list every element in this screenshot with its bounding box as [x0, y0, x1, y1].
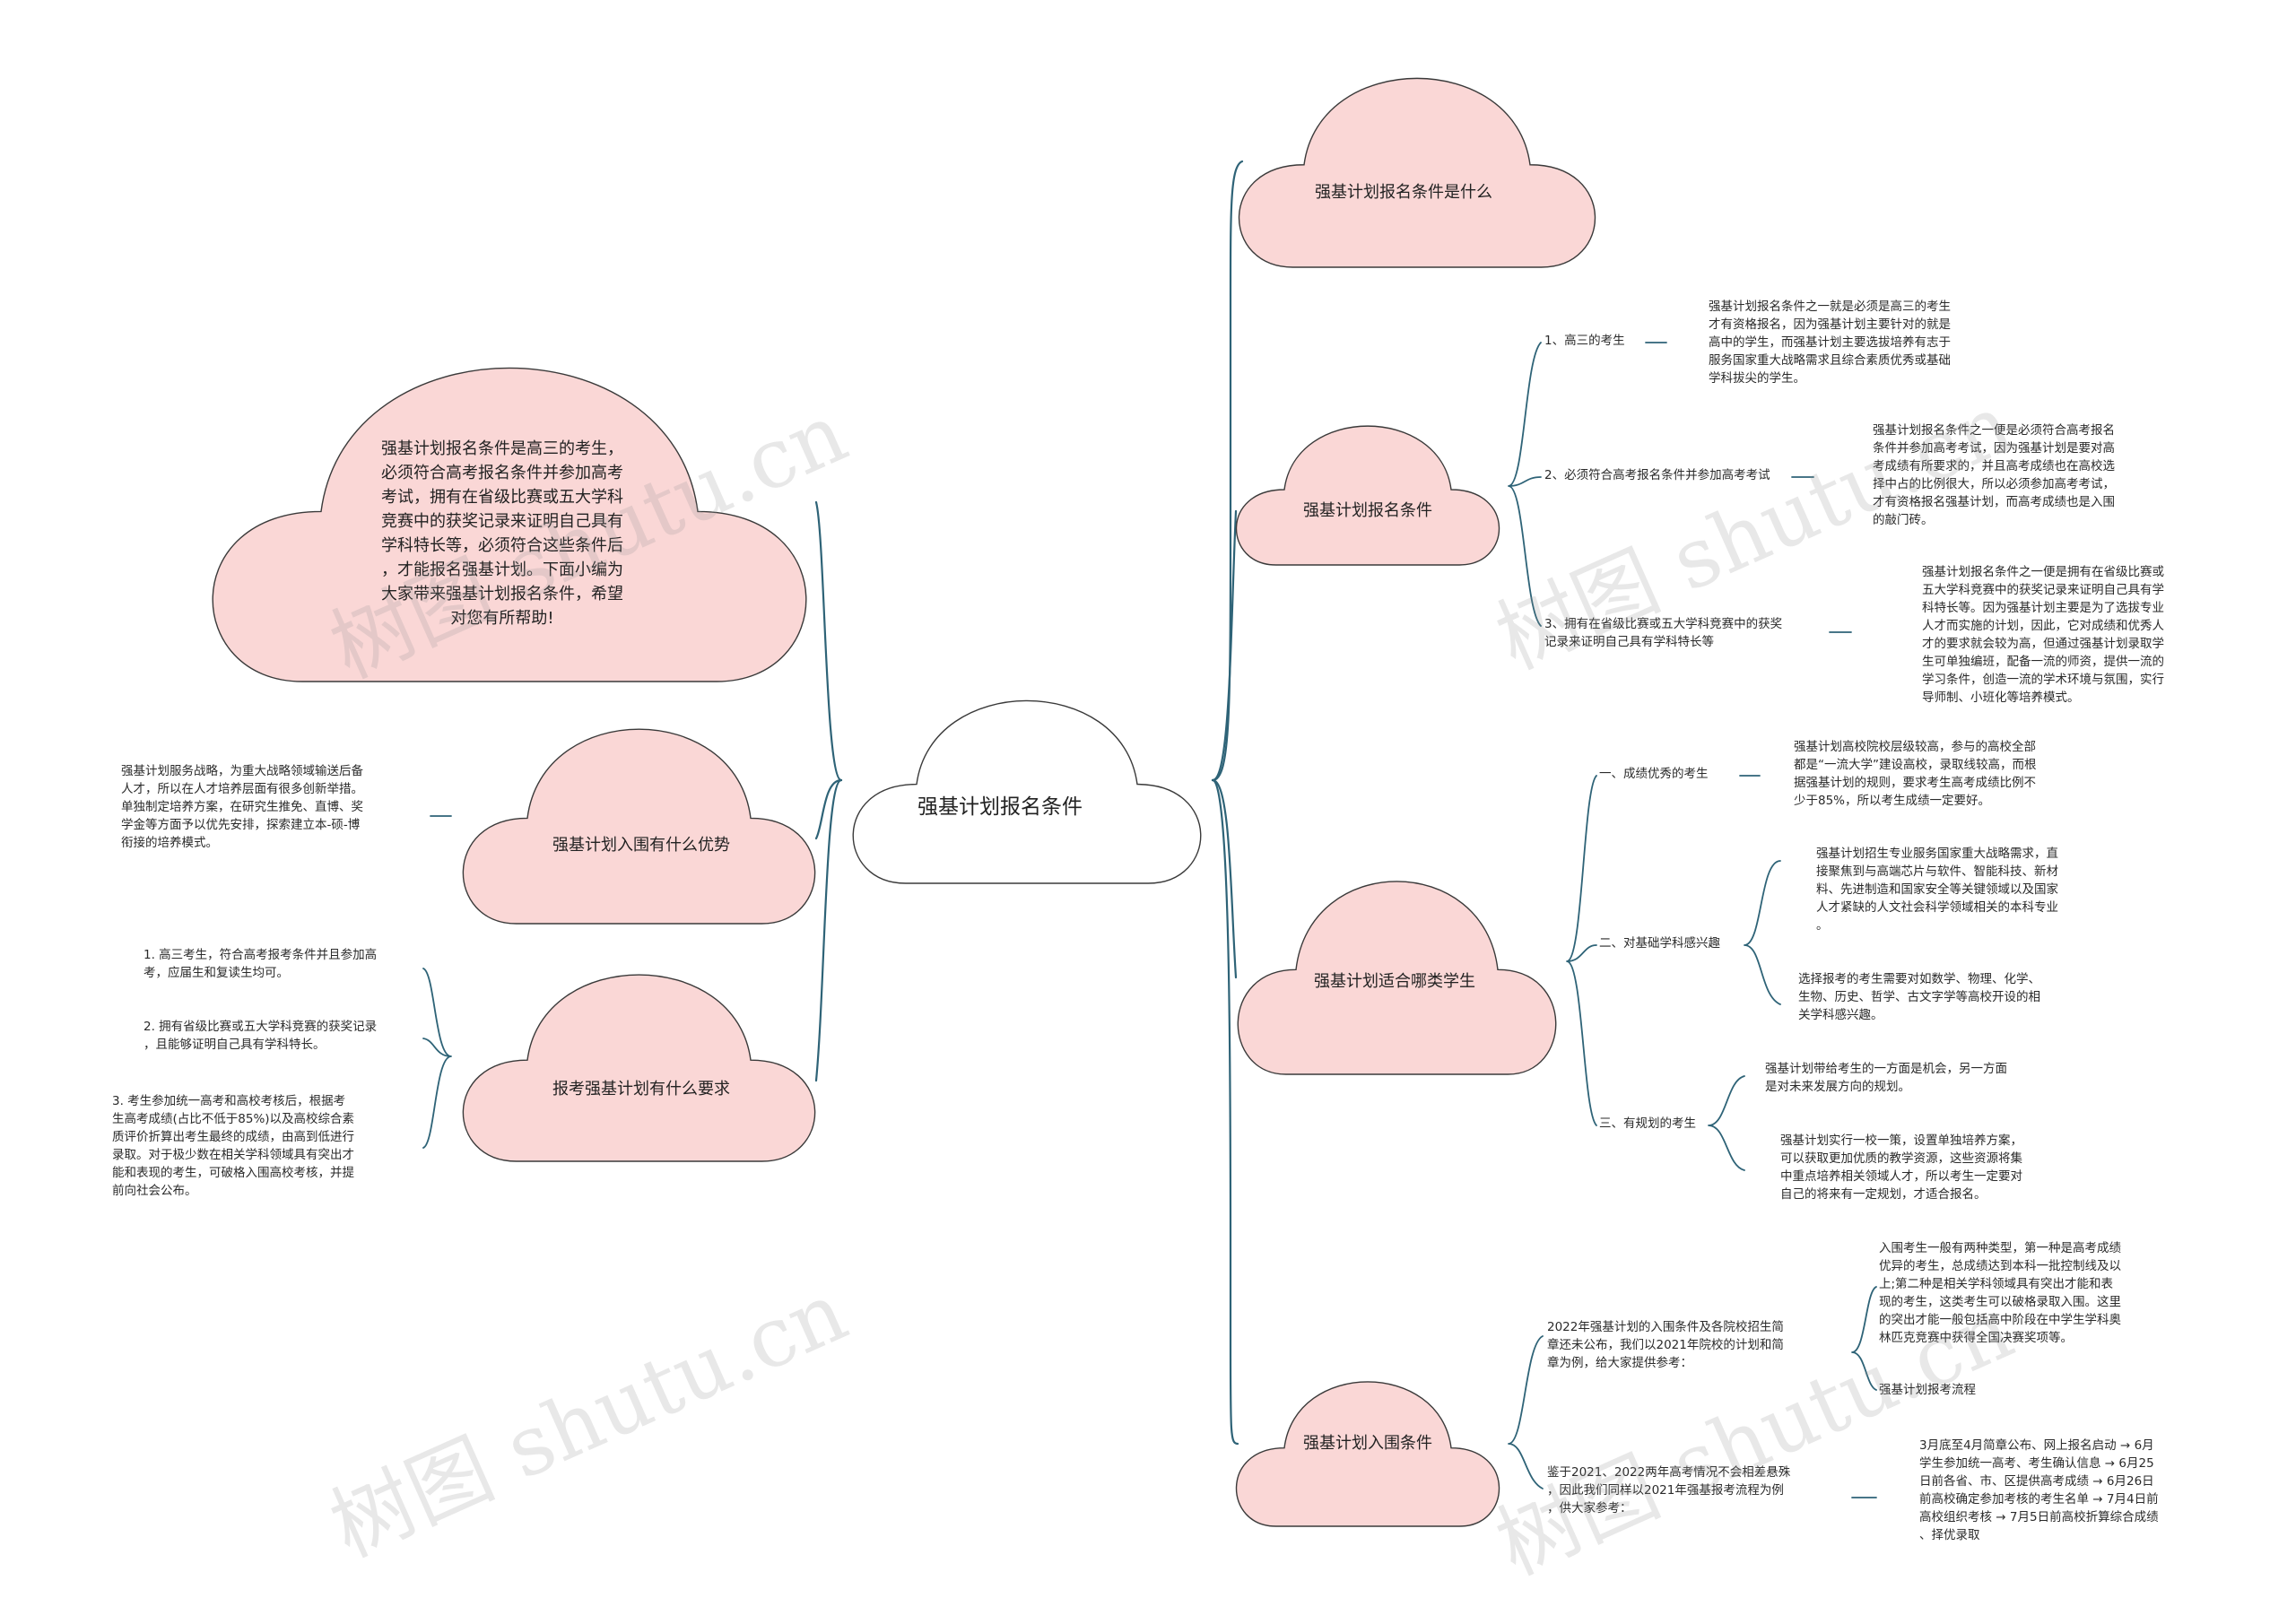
- shortlist-item-1-detail-2: 强基计划报考流程: [1879, 1383, 1976, 1397]
- node-requirements-label[interactable]: 报考强基计划有什么要求: [552, 1080, 730, 1099]
- node-suitable-label[interactable]: 强基计划适合哪类学生: [1314, 972, 1475, 991]
- conditions-item-2-detail: 强基计划报名条件之一便是必须符合高考报名 条件并参加高考考试，因为强基计划是要对…: [1873, 423, 2115, 527]
- node-conditions[interactable]: [1235, 425, 1500, 566]
- node-shortlist[interactable]: [1235, 1381, 1500, 1527]
- connector-shortlist-1: [1851, 1286, 1877, 1391]
- connector-root-requirements: [814, 778, 843, 1082]
- conditions-item-1-label[interactable]: 1、高三的考生: [1544, 334, 1625, 348]
- cloud-nodes: [212, 77, 1596, 1527]
- conditions-item-3-label[interactable]: 3、拥有在省级比赛或五大学科竞赛中的获奖 记录来证明自己具有学科特长等: [1544, 617, 1783, 649]
- node-suitable[interactable]: [1237, 881, 1557, 1075]
- shortlist-item-2-detail: 3月底至4月简章公布、网上报名启动 → 6月 学生参加统一高考、考生确认信息 →…: [1919, 1438, 2159, 1542]
- shortlist-item-1-detail-1: 入围考生一般有两种类型，第一种是高考成绩 优异的考生，总成绩达到本科一批控制线及…: [1879, 1241, 2121, 1345]
- suitable-item-2-detail-2: 选择报考的考生需要对如数学、物理、化学、 生物、历史、哲学、古文字学等高校开设的…: [1798, 972, 2040, 1022]
- node-intro[interactable]: [212, 367, 807, 682]
- conditions-item-3-detail: 强基计划报名条件之一便是拥有在省级比赛或 五大学科竞赛中的获奖记录来证明自己具有…: [1922, 565, 2164, 705]
- connector-lines: [422, 160, 1877, 1498]
- node-advantage-label[interactable]: 强基计划入围有什么优势: [552, 836, 730, 855]
- connector-requirements-branch: [422, 968, 452, 1149]
- connector-root-shortlist: [1211, 778, 1239, 1446]
- node-advantage[interactable]: [462, 728, 816, 925]
- root-node-label[interactable]: 强基计划报名条件: [918, 795, 1083, 819]
- conditions-item-2-label[interactable]: 2、必须符合高考报名条件并参加高考考试: [1544, 468, 1770, 482]
- root-node[interactable]: [852, 699, 1202, 884]
- advantage-detail: 强基计划服务战略，为重大战略领域输送后备 人才，所以在人才培养层面有很多创新举措…: [121, 764, 363, 850]
- suitable-item-1-detail: 强基计划高校院校层级较高，参与的高校全部 都是“一流大学”建设高校，录取线较高，…: [1794, 740, 2037, 808]
- suitable-item-3-detail-2: 强基计划实行一校一策，设置单独培养方案， 可以获取更加优质的教学资源，这些资源将…: [1780, 1133, 2022, 1202]
- suitable-item-2-detail-1: 强基计划招生专业服务国家重大战略需求，直 接聚焦到与高端芯片与软件、智能科技、新…: [1816, 847, 2058, 933]
- node-intro-label[interactable]: 强基计划报名条件是高三的考生， 必须符合高考报名条件并参加高考 考试，拥有在省级…: [381, 439, 623, 628]
- requirements-item-1: 1. 高三考生，符合高考报考条件并且参加高 考，应届生和复读生均可。: [144, 948, 378, 980]
- connector-root-conditions: [1211, 509, 1238, 782]
- requirements-item-3: 3. 考生参加统一高考和高校考核后，根据考 生高考成绩(占比不低于85%)以及高…: [112, 1094, 355, 1198]
- conditions-item-1-detail: 强基计划报名条件之一就是必须是高三的考生 才有资格报名，因为强基计划主要针对的就…: [1709, 300, 1951, 386]
- node-requirements[interactable]: [462, 974, 816, 1162]
- connector-shortlist-branch: [1508, 1335, 1544, 1489]
- suitable-item-3-label[interactable]: 三、有规划的考生: [1599, 1116, 1696, 1131]
- connector-suitable-3: [1708, 1075, 1745, 1171]
- requirements-item-2: 2. 拥有省级比赛或五大学科竞赛的获奖记录 ，且能够证明自己具有学科特长。: [144, 1020, 378, 1052]
- suitable-item-2-label[interactable]: 二、对基础学科感兴趣: [1599, 936, 1720, 951]
- connector-root-advantage: [814, 778, 843, 840]
- node-conditions-label[interactable]: 强基计划报名条件: [1303, 501, 1432, 520]
- shortlist-item-2-label[interactable]: 鉴于2021、2022两年高考情况不会相差悬殊 ，因此我们同样以2021年强基报…: [1547, 1465, 1791, 1515]
- node-what-label[interactable]: 强基计划报名条件是什么: [1315, 183, 1492, 202]
- node-what[interactable]: [1238, 77, 1596, 268]
- node-shortlist-label[interactable]: 强基计划入围条件: [1303, 1434, 1432, 1453]
- connector-root-intro: [814, 500, 843, 782]
- suitable-item-1-label[interactable]: 一、成绩优秀的考生: [1599, 767, 1709, 781]
- connector-root-what: [1211, 160, 1244, 782]
- connector-suitable-branch: [1566, 775, 1597, 1126]
- connector-suitable-2: [1744, 860, 1781, 1005]
- connector-conditions-branch: [1508, 342, 1542, 627]
- connector-root-suitable: [1211, 778, 1238, 979]
- shortlist-item-1-label[interactable]: 2022年强基计划的入围条件及各院校招生简 章还未公布，我们以2021年院校的计…: [1547, 1320, 1784, 1370]
- suitable-item-3-detail-1: 强基计划带给考生的一方面是机会，另一方面 是对未来发展方向的规划。: [1765, 1062, 2007, 1094]
